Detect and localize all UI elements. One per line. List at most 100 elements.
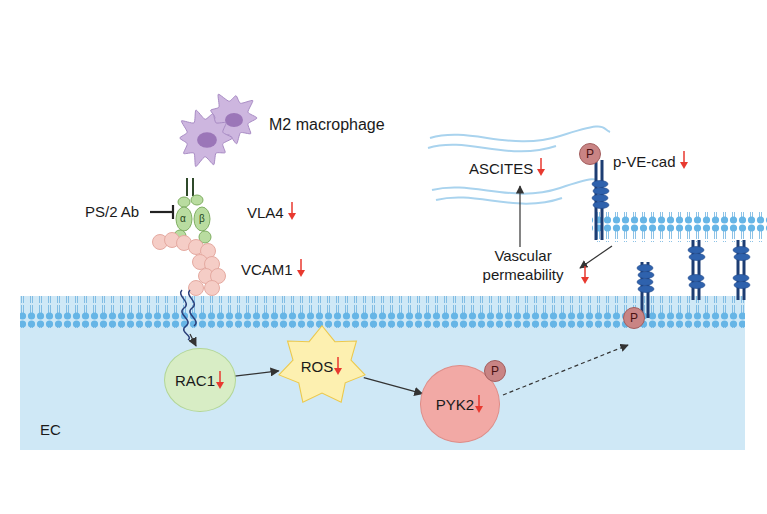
integrin-vla4	[174, 178, 211, 243]
decrease-arrow	[287, 201, 297, 221]
macrophage-cells	[180, 110, 233, 166]
signal-connector	[364, 378, 423, 394]
macrophage-cells	[180, 94, 257, 166]
decrease-arrow	[537, 169, 545, 176]
integrin-vla4	[178, 197, 190, 207]
vcam1-receptor-tail	[181, 290, 196, 340]
phosphate-circle: P	[579, 143, 601, 165]
label-group: p-VE-cad	[612, 150, 689, 170]
phosphate-label: P	[491, 364, 499, 378]
decrease-arrow	[580, 265, 590, 285]
label-group: α	[179, 213, 187, 224]
inhibition-bar	[150, 205, 173, 219]
ascites-waves	[436, 197, 562, 203]
decrease-arrow	[536, 157, 546, 177]
decrease-arrow	[333, 356, 343, 376]
text-label: Vascular permeability	[468, 247, 578, 285]
macrophage-cells	[197, 132, 217, 147]
vessel-membrane	[592, 212, 767, 242]
label-group: VLA4	[246, 201, 297, 221]
ve-cadherin	[638, 272, 654, 279]
ve-cadherin	[688, 247, 704, 254]
label-group: Vascular permeability	[468, 247, 590, 285]
decrease-arrow	[296, 258, 306, 278]
ascites-waves	[428, 126, 610, 203]
decrease-arrow	[288, 213, 296, 220]
subunit-label: α	[179, 213, 187, 224]
ve-cadherin	[592, 181, 608, 188]
decrease-arrow	[297, 270, 305, 277]
integrin-vla4	[186, 178, 188, 196]
integrin-vla4	[176, 207, 192, 231]
text-label: M2 macrophage	[268, 116, 386, 134]
text-label: ASCITES	[468, 160, 534, 177]
integrin-vla4	[192, 178, 194, 196]
vcam1-domains	[205, 281, 220, 296]
cell-membrane	[20, 296, 745, 328]
region-label: EC	[40, 421, 61, 438]
text-label: VCAM1	[240, 261, 294, 278]
macrophage-cells	[225, 113, 243, 127]
process-arrows	[580, 246, 612, 268]
ve-cadherin	[733, 275, 749, 282]
inhibition-bar	[172, 205, 174, 219]
ascites-waves	[428, 145, 556, 152]
ve-cadherin	[638, 286, 654, 293]
integrin-vla4	[194, 207, 210, 231]
process-arrows	[503, 186, 628, 395]
phosphate-circle: P	[484, 360, 506, 382]
ascites-waves	[430, 126, 610, 141]
node-label: PYK2	[436, 396, 474, 413]
vcam1-domains	[153, 233, 226, 296]
label-group: β	[198, 213, 206, 224]
label-group: PS/2 Ab	[84, 203, 140, 220]
text-label: VLA4	[246, 204, 285, 221]
decrease-arrow	[679, 150, 689, 170]
decrease-arrow	[216, 382, 224, 389]
signal-arrow	[190, 334, 196, 346]
protein-circle: P PYK2	[420, 365, 500, 443]
ve-cadherin	[734, 282, 750, 289]
decrease-arrow	[474, 394, 484, 414]
text-label: p-VE-cad	[612, 153, 677, 170]
ve-cadherin	[593, 202, 609, 209]
label-group: M2 macrophage	[268, 116, 386, 134]
ve-cadherin	[593, 188, 609, 195]
decrease-arrow	[475, 406, 483, 413]
signal-connector	[235, 371, 279, 376]
decrease-arrow	[581, 277, 589, 284]
phosphate-label: P	[586, 147, 594, 161]
ve-cadherin	[592, 160, 750, 318]
phosphate-circle: P	[623, 307, 645, 329]
ascites-waves	[432, 179, 600, 193]
protein-circle: RAC1	[164, 348, 236, 412]
vcam1-receptor-tail	[189, 290, 196, 326]
decrease-arrow	[215, 370, 225, 390]
label-group: VCAM1	[240, 258, 306, 278]
integrin-vla4	[191, 195, 203, 205]
ve-cadherin	[689, 254, 705, 261]
decrease-arrow	[680, 162, 688, 169]
ve-cadherin	[689, 282, 705, 289]
node-label: ROS	[301, 358, 334, 375]
text-label: PS/2 Ab	[84, 203, 140, 220]
ve-cadherin	[637, 265, 653, 272]
label-group: ASCITES	[468, 157, 546, 177]
vcam1-domains	[189, 281, 204, 296]
ve-cadherin	[637, 279, 653, 286]
node-label: RAC1	[175, 372, 215, 389]
ve-cadherin	[733, 247, 749, 254]
phosphate-label: P	[630, 311, 638, 325]
ve-cadherin	[592, 195, 608, 202]
subunit-label: β	[198, 213, 206, 224]
process-arrows	[503, 345, 628, 395]
ros-star-shape	[279, 326, 365, 402]
ve-cadherin	[688, 275, 704, 282]
ve-cadherin	[734, 254, 750, 261]
inhibition-bar	[150, 211, 173, 213]
vcam1-receptor-tail	[181, 290, 190, 340]
